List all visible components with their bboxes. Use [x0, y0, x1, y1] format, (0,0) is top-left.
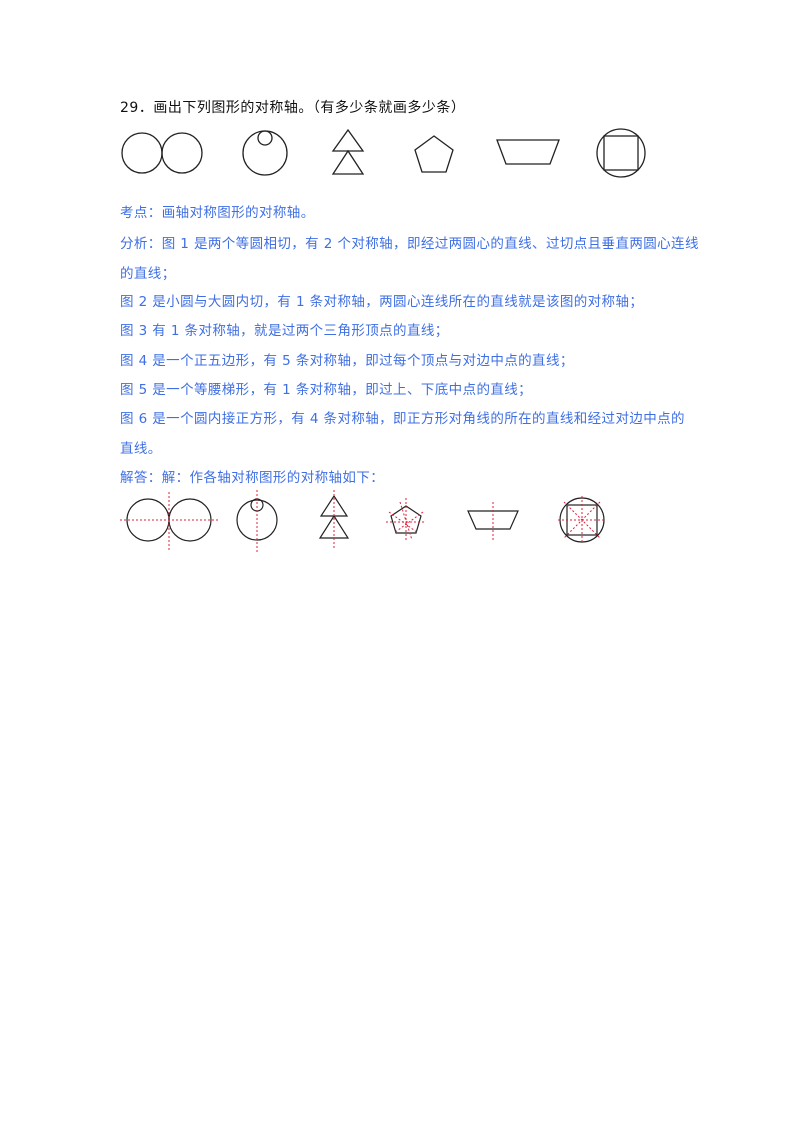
answer-text: 解答：解：作各轴对称图形的对称轴如下：: [120, 470, 385, 486]
analysis-fig6b: 直线。: [120, 441, 162, 457]
analysis-fig2: 图 2 是小圆与大圆内切，有 1 条对称轴，两圆心连线所在的直线就是该图的对称轴…: [120, 294, 644, 310]
figure-1-two-circles: [121, 132, 203, 174]
figure-6-square-in-circle: [596, 128, 646, 178]
answer-figure-5: [467, 510, 519, 530]
figure-5-trapezoid: [496, 139, 560, 165]
analysis-line-1b: 的直线；: [120, 266, 176, 282]
figure-4-pentagon: [414, 135, 454, 173]
question-figures: [112, 126, 692, 182]
symmetry-axes: [120, 490, 606, 552]
question-figures-svg: [121, 128, 646, 178]
question-text: 29．画出下列图形的对称轴。（有多少条就画多少条）: [120, 100, 466, 116]
answer-figure-4: [390, 505, 422, 534]
figure-2-inner-circle: [242, 130, 288, 176]
answer-figures-svg: [120, 490, 606, 552]
figure-3-triangles: [331, 128, 365, 175]
analysis-line-1: 分析：图 1 是两个等圆相切，有 2 个对称轴，即经过两圆心的直线、过切点且垂直…: [120, 236, 699, 252]
answer-figures: [112, 490, 692, 554]
analysis-fig6: 图 6 是一个圆内接正方形，有 4 条对称轴，即正方形对角线的所在的直线和经过对…: [120, 411, 685, 427]
analysis-fig4: 图 4 是一个正五边形，有 5 条对称轴，即过每个顶点与对边中点的直线；: [120, 353, 574, 369]
kaodian-text: 考点：画轴对称图形的对称轴。: [120, 205, 315, 221]
analysis-fig3: 图 3 有 1 条对称轴，就是过两个三角形顶点的直线；: [120, 323, 449, 339]
analysis-fig5: 图 5 是一个等腰梯形，有 1 条对称轴，即过上、下底中点的直线；: [120, 382, 533, 398]
